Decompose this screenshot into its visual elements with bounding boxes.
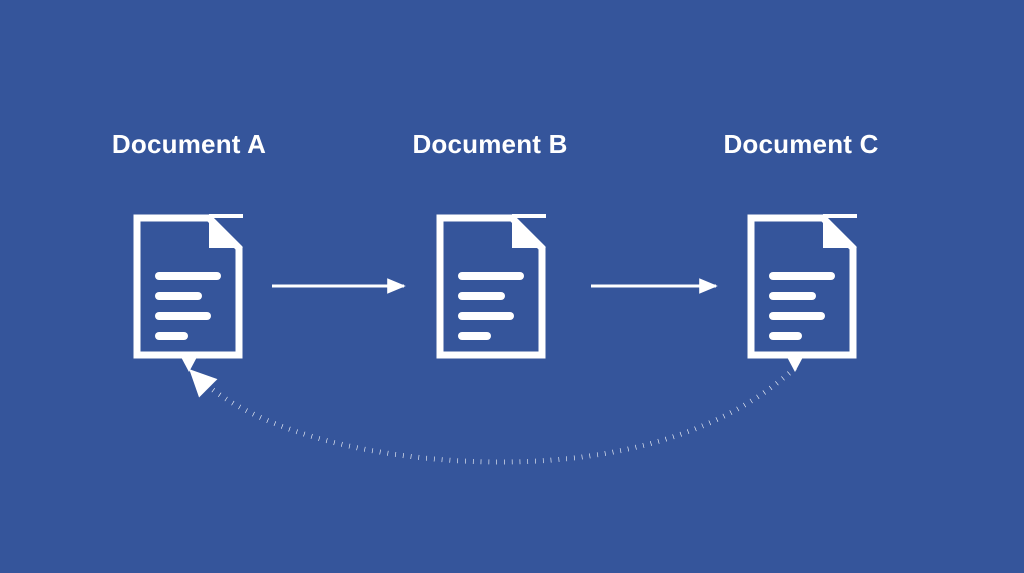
document-icon [436, 214, 546, 359]
document-text-lines [458, 272, 524, 340]
folded-corner-icon [512, 214, 546, 248]
document-a-title: Document A [111, 129, 267, 159]
document-b-icon-wrap[interactable] [436, 214, 546, 359]
folded-corner-icon [209, 214, 243, 248]
dotted-arrowhead-at-document-c [787, 357, 803, 372]
dotted-arrowhead-at-document-a [181, 357, 197, 372]
document-c-icon-wrap[interactable] [747, 214, 857, 359]
document-c-title: Document C [723, 129, 879, 159]
document-icon [133, 214, 243, 359]
document-text-lines [769, 272, 835, 340]
document-a-icon-wrap[interactable] [133, 214, 243, 359]
folded-corner-icon [823, 214, 857, 248]
document-text-lines [155, 272, 221, 340]
dotted-feedback-arrow-document-c-to-document-a [181, 357, 803, 465]
document-icon [747, 214, 857, 359]
document-b-title: Document B [412, 129, 568, 159]
